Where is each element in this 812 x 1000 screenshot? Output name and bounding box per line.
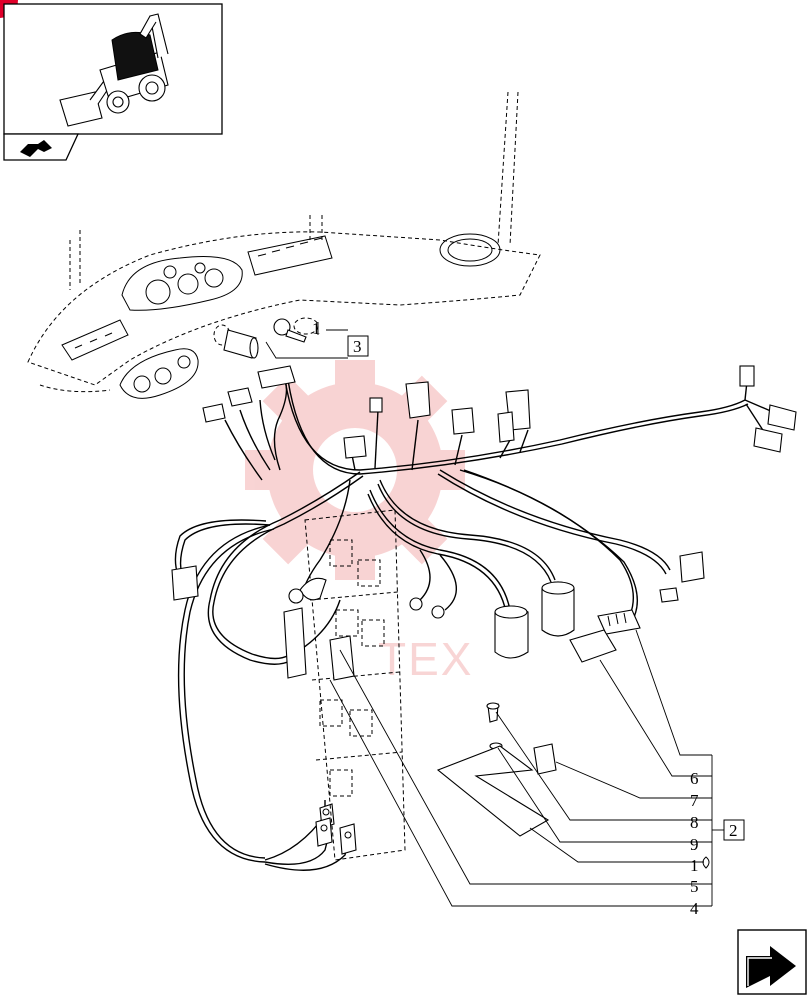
switch-panel-left — [61, 319, 129, 361]
callout-1[interactable]: 1 — [690, 856, 699, 875]
callout-box-2[interactable]: 2 — [723, 819, 745, 841]
item-6-connector — [597, 609, 641, 635]
callout-8[interactable]: 8 — [690, 813, 699, 832]
connector-left-plug — [171, 565, 199, 601]
connector-top-left-plug — [202, 365, 296, 423]
ring-terminals-bottom — [315, 803, 357, 855]
ignition-key — [273, 317, 319, 343]
item-5-plate — [436, 745, 550, 837]
svg-text:3: 3 — [353, 337, 362, 356]
connector-far-right — [739, 365, 797, 453]
connector-right-relay — [659, 551, 705, 603]
callout-1-top: 1 — [312, 319, 321, 338]
callout-7[interactable]: 7 — [690, 791, 699, 810]
arrow-nav-icon[interactable] — [3, 133, 80, 161]
item-9-screw — [486, 702, 503, 750]
switch-panel-right — [247, 235, 333, 276]
ring-terminals-mid — [409, 597, 445, 619]
thumbnail-frame[interactable] — [3, 3, 223, 135]
round-connector-b — [541, 581, 575, 637]
fuse-relay-box — [304, 509, 406, 861]
backhoe-loader-thumbnail-icon — [59, 13, 169, 127]
ignition-switch — [213, 324, 259, 359]
dashboard-outline — [27, 91, 541, 399]
callout-5[interactable]: 5 — [690, 877, 699, 896]
fuse-connectors — [283, 577, 355, 681]
gauge-pod — [119, 348, 199, 399]
callout-box-3[interactable]: 3 — [347, 335, 369, 357]
connector-row-top — [343, 381, 531, 459]
round-gauge — [439, 233, 501, 267]
watermark-text: TEX — [378, 633, 473, 685]
leader-lines — [329, 629, 724, 907]
next-page-arrow-icon[interactable] — [737, 929, 807, 995]
main-wiring-harness — [174, 371, 781, 871]
item-7-fuse-holder — [569, 629, 617, 663]
round-connector-a — [494, 605, 529, 659]
connector-bracket — [702, 856, 710, 869]
callout-4[interactable]: 4 — [690, 899, 699, 918]
item-8-relay — [533, 743, 557, 775]
callout-9[interactable]: 9 — [690, 835, 699, 854]
svg-text:2: 2 — [729, 821, 738, 840]
callout-6[interactable]: 6 — [690, 769, 699, 788]
instrument-cluster — [121, 256, 243, 311]
